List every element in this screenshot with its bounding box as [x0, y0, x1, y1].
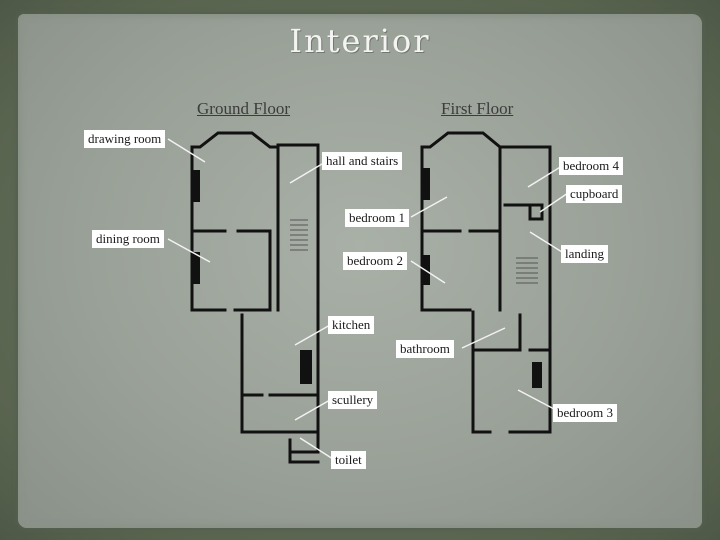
label-drawing-room: drawing room	[84, 130, 166, 148]
leader-landing	[529, 231, 563, 253]
leader-bedroom-1	[410, 196, 448, 218]
leader-bathroom	[461, 327, 506, 349]
label-bathroom: bathroom	[396, 340, 454, 358]
label-cupboard: cupboard	[566, 185, 623, 203]
ground-floor-heading: Ground Floor	[197, 99, 291, 118]
label-bedroom-3: bedroom 3	[553, 404, 617, 422]
label-hall-and-stairs: hall and stairs	[322, 152, 403, 170]
label-dining-room: dining room	[92, 230, 164, 248]
label-scullery: scullery	[328, 391, 378, 409]
leader-bedroom-4	[527, 165, 563, 188]
first-floor-stairs	[516, 257, 538, 284]
leader-drawing-room	[167, 138, 206, 163]
label-kitchen: kitchen	[328, 316, 375, 334]
leader-hall	[289, 160, 328, 184]
leader-toilet	[299, 437, 334, 460]
slide-panel	[18, 14, 702, 528]
ground-floor-walls	[190, 131, 320, 464]
label-toilet: toilet	[331, 451, 366, 469]
label-bedroom-4: bedroom 4	[559, 157, 623, 175]
label-bedroom-2: bedroom 2	[343, 252, 407, 270]
leader-kitchen	[294, 324, 331, 346]
leader-bedroom-3	[517, 389, 557, 411]
ground-floor-stairs	[290, 219, 308, 251]
first-floor-walls	[420, 131, 552, 434]
leader-scullery	[294, 399, 331, 421]
leader-cupboard	[539, 192, 569, 213]
leader-dining-room	[167, 238, 211, 263]
label-landing: landing	[561, 245, 608, 263]
leader-lines	[167, 138, 569, 460]
label-bedroom-1: bedroom 1	[345, 209, 409, 227]
leader-bedroom-2	[410, 260, 446, 284]
first-floor-heading: First Floor	[441, 99, 514, 118]
ground-floor-fireplaces	[192, 170, 312, 384]
slide-title: Interior	[289, 22, 431, 60]
